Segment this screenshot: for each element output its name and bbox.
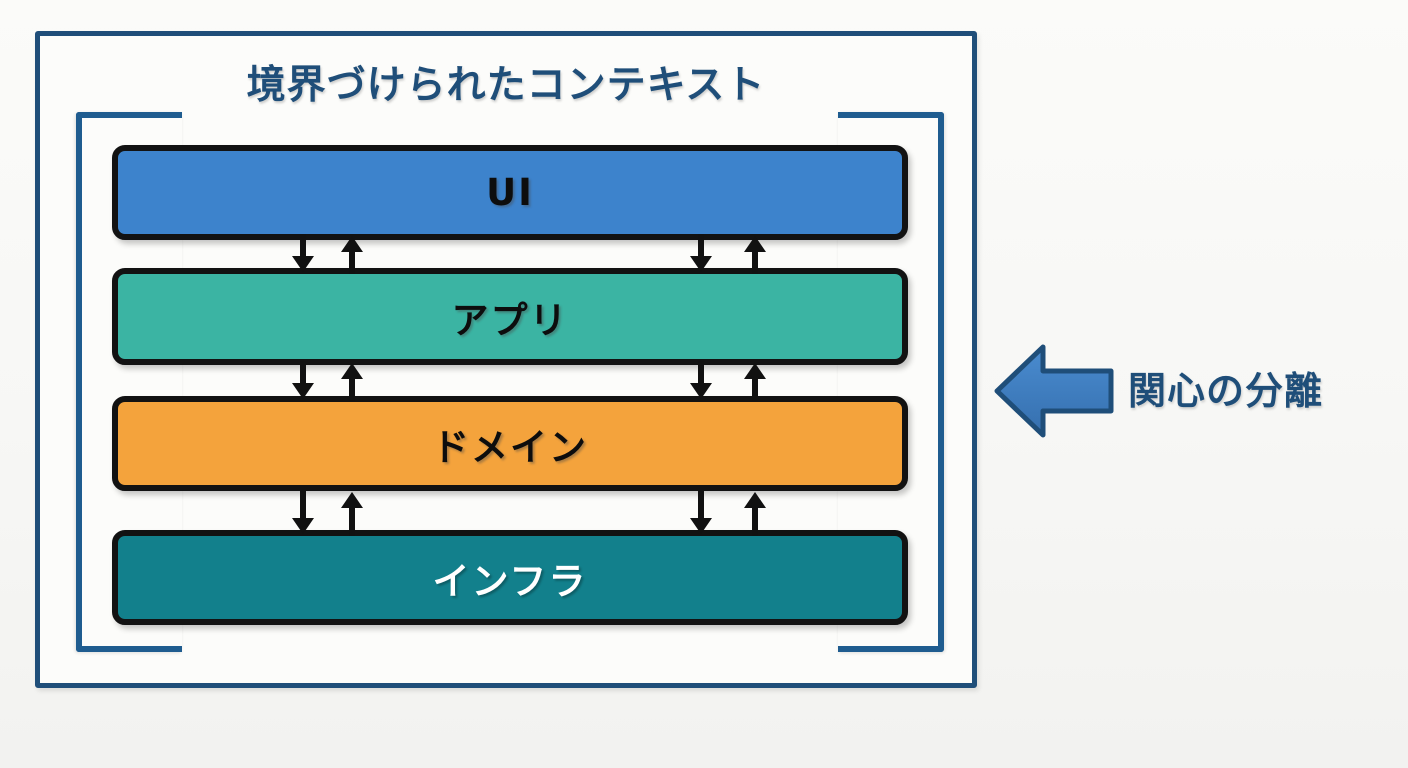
layer-infra-label: インフラ: [432, 559, 588, 603]
arrow-down-ui-app-left: [290, 234, 316, 274]
bounded-context-title: 境界づけられたコンテキスト: [246, 63, 766, 108]
layer-ui-label: UI: [486, 171, 534, 214]
layer-app[interactable]: アプリ: [112, 268, 908, 365]
separation-of-concerns-label: 関心の分離: [1128, 369, 1324, 413]
layer-domain[interactable]: ドメイン: [112, 396, 908, 491]
layer-ui[interactable]: UI: [112, 145, 908, 240]
inner-bracket-right: [838, 112, 944, 652]
layer-domain-label: ドメイン: [432, 425, 588, 469]
arrow-up-app-domain-left: [339, 361, 365, 401]
arrow-up-ui-app-right: [742, 234, 768, 274]
arrow-up-app-domain-right: [742, 361, 768, 401]
arrow-down-app-domain-left: [290, 361, 316, 401]
arrow-up-ui-app-left: [339, 234, 365, 274]
separation-of-concerns-arrow-icon: [993, 342, 1115, 440]
arrow-down-ui-app-right: [688, 234, 714, 274]
inner-bracket-left: [76, 112, 182, 652]
layer-infra[interactable]: インフラ: [112, 530, 908, 625]
layer-app-label: アプリ: [451, 298, 569, 342]
arrow-up-domain-infra-right: [742, 490, 768, 536]
arrow-down-domain-infra-right: [688, 490, 714, 536]
arrow-down-domain-infra-left: [290, 490, 316, 536]
arrow-down-app-domain-right: [688, 361, 714, 401]
arrow-up-domain-infra-left: [339, 490, 365, 536]
